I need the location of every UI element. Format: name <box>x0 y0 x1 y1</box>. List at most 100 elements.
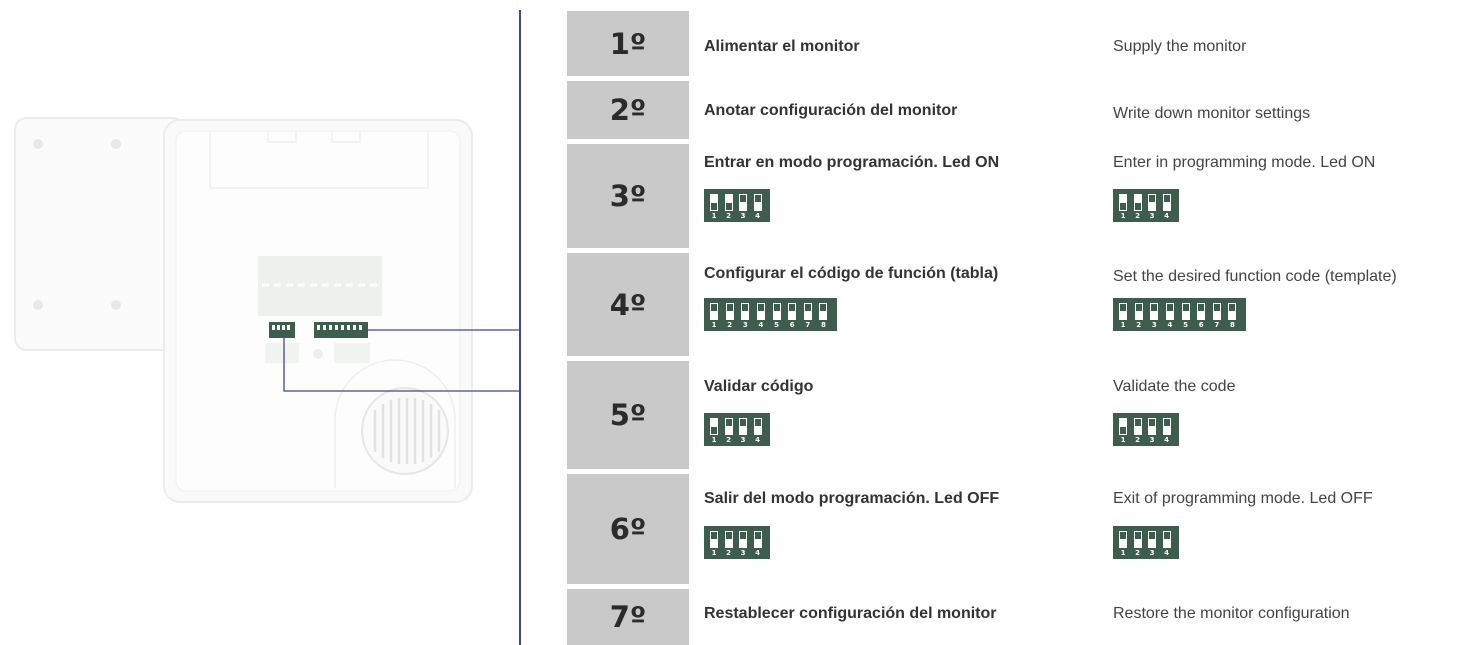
dip-switch-knob <box>1151 304 1158 311</box>
dip-switch-number: 1 <box>1120 436 1126 444</box>
dip-switch-knob <box>804 304 811 311</box>
dip-switch-number: 2 <box>726 549 731 557</box>
step-text-en: Validate the code <box>1113 378 1236 395</box>
dip-switch-toggle <box>710 531 718 548</box>
dip-switch-toggle <box>1212 303 1221 320</box>
dip-switch-knob <box>740 195 746 202</box>
monitor-back-illustration <box>0 0 520 645</box>
dip-switch-number: 8 <box>1229 321 1235 329</box>
dip-switch-toggle <box>741 303 750 320</box>
dip-switch-number: 2 <box>727 321 733 329</box>
step-text-en: Exit of programming mode. Led OFF <box>1113 490 1373 507</box>
step-text-es: Validar código <box>704 378 814 395</box>
step-number: 3º <box>567 144 689 248</box>
step-number: 1º <box>567 11 689 76</box>
dip-switch-knob <box>726 304 733 311</box>
dip-switch-toggle <box>1181 303 1190 320</box>
dip-switch-number: 1 <box>1120 549 1126 557</box>
dip-switch-knob <box>725 203 732 210</box>
dip-switch-toggle <box>1119 303 1127 320</box>
dip-switch-toggle <box>1197 303 1206 320</box>
dip-switch-number: 4 <box>1164 549 1169 557</box>
dip-switch-toggle <box>1165 303 1174 320</box>
dip-switch-number: 1 <box>1120 212 1126 220</box>
dip-switch-toggle <box>1119 531 1127 548</box>
dip-switch-knob <box>1134 203 1141 210</box>
dip-switch-number: 2 <box>1135 436 1140 444</box>
dip-switch-number: 4 <box>755 436 760 444</box>
dip-switch-number: 6 <box>1198 321 1204 329</box>
dip-switch-toggle <box>724 418 733 435</box>
step-text-es: Salir del modo programación. Led OFF <box>704 490 1000 507</box>
step-number: 7º <box>567 589 689 645</box>
dip-switch-number: 3 <box>1149 549 1155 557</box>
step-text-en: Write down monitor settings <box>1113 105 1311 122</box>
dip-switch-toggle <box>724 194 733 211</box>
dip-switch-toggle <box>724 531 733 548</box>
dip-switch-toggle <box>1162 194 1171 211</box>
dip-switch-knob <box>725 419 732 426</box>
dip-switch-number: 7 <box>805 321 811 329</box>
dip-switch-4: 1 2 3 4 <box>704 526 770 559</box>
dip-switch-number: 3 <box>1151 321 1157 329</box>
dip-switch-number: 3 <box>1149 212 1155 220</box>
dip-switch-toggle <box>710 303 718 320</box>
dip-switch-knob <box>1198 304 1205 311</box>
dip-switch-knob <box>1149 419 1155 426</box>
step-text-es: Entrar en modo programación. Led ON <box>704 154 1000 171</box>
dip-switch-knob <box>1120 532 1126 539</box>
dip-switch-knob <box>754 195 761 202</box>
dip-switch-knob <box>1120 304 1126 311</box>
dip-switch-toggle <box>710 418 718 435</box>
dip-switch-number: 1 <box>711 549 717 557</box>
dip-switch-toggle <box>1119 418 1127 435</box>
dip-switch-number: 4 <box>1164 436 1169 444</box>
dip-switch-knob <box>1134 419 1141 426</box>
dip-switch-toggle <box>1119 194 1127 211</box>
dip-switch-toggle <box>803 303 812 320</box>
step-number: 5º <box>567 361 689 469</box>
dip-switch-knob <box>1163 419 1170 426</box>
dip-switch-toggle <box>1148 418 1156 435</box>
dip-switch-knob <box>1213 304 1220 311</box>
dip-switch-toggle <box>739 194 747 211</box>
dip-switch-toggle <box>1148 531 1156 548</box>
dip-switch-number: 2 <box>726 436 731 444</box>
dip-switch-number: 2 <box>726 212 731 220</box>
dip-switch-toggle <box>1162 531 1171 548</box>
dip-switch-knob <box>789 304 796 311</box>
dip-switch-toggle <box>1150 303 1159 320</box>
dip-switch-toggle <box>1133 194 1142 211</box>
dip-switch-toggle <box>1148 194 1156 211</box>
dip-switch-toggle <box>819 303 828 320</box>
dip-switch-knob <box>711 304 717 311</box>
step-text-en: Supply the monitor <box>1113 38 1247 55</box>
dip-switch-toggle <box>1133 418 1142 435</box>
dip-switch-knob <box>820 304 827 311</box>
dip-switch-knob <box>740 419 746 426</box>
dip-switch-knob <box>1229 304 1236 311</box>
dip-switch-toggle <box>1228 303 1237 320</box>
dip-switch-knob <box>740 532 746 539</box>
dip-switch-toggle <box>725 303 734 320</box>
dip-switch-number: 2 <box>1136 321 1142 329</box>
monitor-drawing <box>14 117 519 503</box>
dip-switch-4: 1 2 3 4 <box>1113 526 1179 559</box>
dip-switch-knob <box>711 427 717 434</box>
step-number: 2º <box>567 81 689 139</box>
dip-switch-number: 3 <box>740 549 746 557</box>
dip-switch-knob <box>1166 304 1173 311</box>
dip-switch-toggle <box>1134 303 1143 320</box>
dip-switch-number: 4 <box>755 549 760 557</box>
dip-switch-toggle <box>739 531 747 548</box>
dip-switch-number: 3 <box>742 321 748 329</box>
dip-switch-number: 2 <box>1135 549 1140 557</box>
